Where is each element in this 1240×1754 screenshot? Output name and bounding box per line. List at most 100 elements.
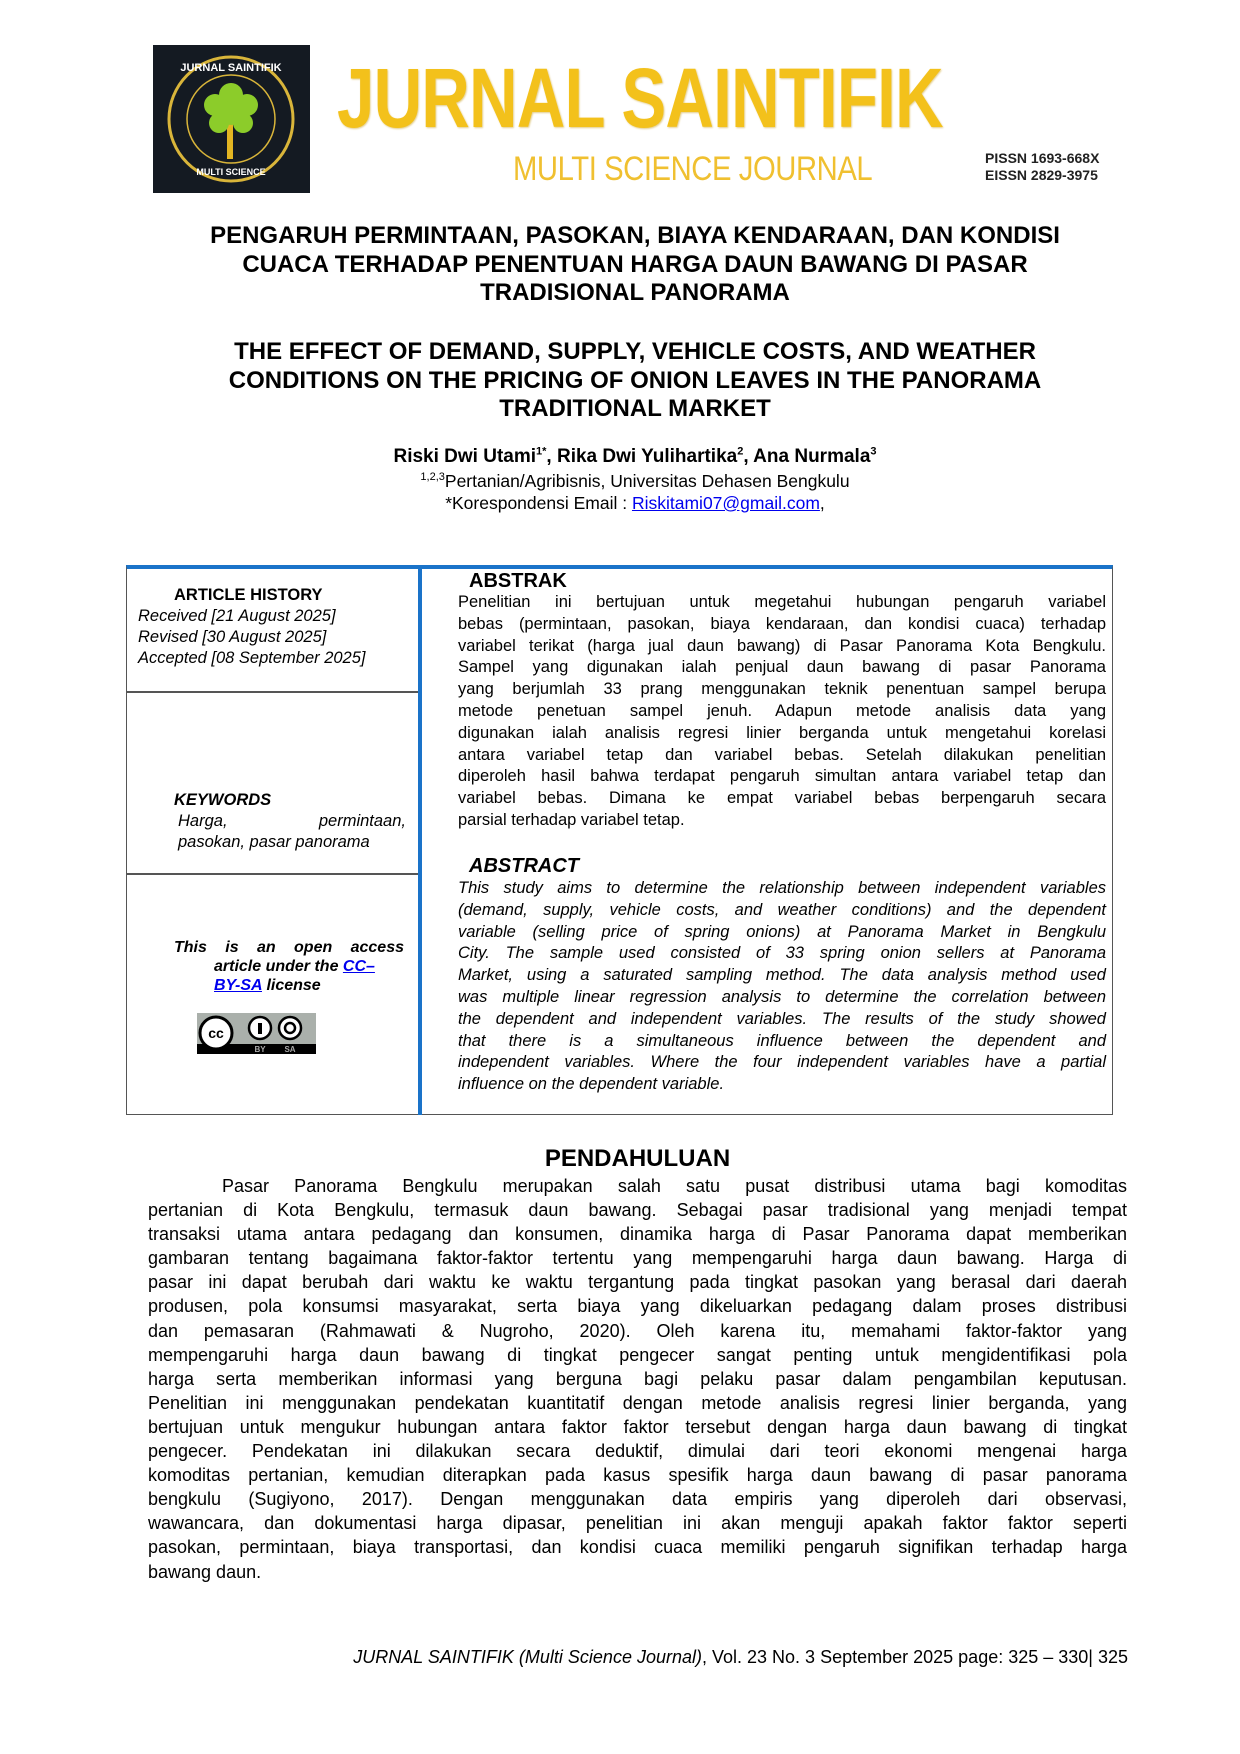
author-sup: 3 bbox=[870, 445, 877, 458]
cc-by-sa-badge: cc BY SA bbox=[197, 1013, 316, 1054]
revised-date: Revised [30 August 2025] bbox=[138, 628, 327, 646]
text-line: pengecer. Pendekatan ini dilakukan secar… bbox=[148, 1441, 1127, 1462]
affiliation: 1,2,3Pertanian/Agribisnis, Universitas D… bbox=[150, 470, 1120, 492]
journal-subtitle: MULTI SCIENCE JOURNAL bbox=[513, 150, 873, 188]
text-line: (demand, supply, vehicle costs, and weat… bbox=[458, 900, 1106, 919]
column-divider bbox=[418, 565, 422, 1115]
license-text: article under the bbox=[214, 958, 343, 975]
keywords: KEYWORDS Harga, permintaan, pasokan, pasa… bbox=[174, 790, 406, 853]
received-date: Received [21 August 2025] bbox=[138, 607, 336, 625]
affiliation-text: Pertanian/Agribisnis, Universitas Dehase… bbox=[444, 471, 850, 491]
accepted-date: Accepted [08 September 2025] bbox=[138, 649, 366, 667]
svg-text:cc: cc bbox=[208, 1025, 224, 1041]
title-line: TRADISIONAL PANORAMA bbox=[480, 279, 790, 307]
text-line: the dependent and independent variables.… bbox=[458, 1009, 1106, 1028]
author-sup: 1* bbox=[536, 445, 547, 458]
keywords-label: KEYWORDS bbox=[174, 791, 272, 809]
text-line: parsial terhadap variabel tetap. bbox=[458, 810, 685, 829]
text-line: This study aims to determine the relatio… bbox=[458, 879, 1106, 897]
keyword: Harga, bbox=[178, 812, 228, 830]
text-line: bebas (permintaan, pasokan, biaya kendar… bbox=[458, 614, 1106, 633]
author-sup: 2 bbox=[737, 445, 744, 458]
section-heading-pendahuluan: PENDAHULUAN bbox=[544, 1145, 731, 1172]
journal-name: JURNAL SAINTIFIK bbox=[337, 51, 944, 145]
text-line: mempengaruhi harga daun bawang di tingka… bbox=[148, 1344, 1127, 1365]
text-line: harga serta memberikan informasi yang be… bbox=[148, 1368, 1127, 1389]
svg-text:MULTI SCIENCE: MULTI SCIENCE bbox=[196, 167, 265, 177]
page-footer: JURNAL SAINTIFIK (Multi Science Journal)… bbox=[150, 1647, 1128, 1668]
text-line: yang berjumlah 33 prang menggunakan tekn… bbox=[458, 680, 1106, 699]
article-history: ARTICLE HISTORY Received [21 August 2025… bbox=[138, 585, 413, 669]
text-line: variabel bebas. Dimana ke empat variabel… bbox=[458, 789, 1106, 808]
text-line: digunakan ialah analisis regresi linier … bbox=[458, 723, 1106, 742]
keywords-line: Harga, permintaan, bbox=[174, 811, 406, 832]
pissn: PISSN 1693-668X bbox=[985, 150, 1100, 166]
text-line: Penelitian ini bertujuan untuk megetahui… bbox=[458, 593, 1106, 611]
footer-citation: , Vol. 23 No. 3 September 2025 page: 325… bbox=[702, 1647, 1128, 1667]
abstrak-heading: ABSTRAK bbox=[469, 570, 567, 592]
affiliation-sup: 1,2,3 bbox=[420, 471, 445, 484]
history-label: ARTICLE HISTORY bbox=[174, 586, 323, 604]
abstract-body: This study aims to determine the relatio… bbox=[458, 878, 1106, 1096]
text-line: antara variabel tetap dan variabel bebas… bbox=[458, 745, 1106, 764]
text-line: produsen, pola konsumsi masyarakat, sert… bbox=[148, 1296, 1127, 1317]
text-line: bertujuan untuk mengukur hubungan antara… bbox=[148, 1416, 1127, 1437]
title-indonesian: PENGARUH PERMINTAAN, PASOKAN, BIAYA KEND… bbox=[150, 222, 1120, 308]
title-line: CONDITIONS ON THE PRICING OF ONION LEAVE… bbox=[228, 366, 1042, 394]
text-line: Pasar Panorama Bengkulu merupakan salah … bbox=[222, 1176, 1127, 1196]
issn-block: PISSN 1693-668X EISSN 2829-3975 bbox=[985, 150, 1099, 184]
email-label: *Korespondensi Email : bbox=[445, 493, 632, 513]
license-link[interactable]: CC– bbox=[342, 958, 375, 975]
svg-text:JURNAL SAINTIFIK: JURNAL SAINTIFIK bbox=[180, 62, 281, 74]
text-line: komoditas pertanian, kemudian diterapkan… bbox=[148, 1465, 1127, 1486]
svg-text:SA: SA bbox=[284, 1045, 295, 1054]
text-line: wawancara, dan dokumentasi harga dipasar… bbox=[148, 1513, 1127, 1534]
email-link[interactable]: Riskitami07@gmail.com bbox=[631, 493, 820, 513]
text-line: diperoleh hasil bahwa terdapat pengaruh … bbox=[458, 767, 1106, 786]
abstrak-body: Penelitian ini bertujuan untuk megetahui… bbox=[458, 592, 1106, 832]
text-line: Penelitian ini menggunakan pendekatan ku… bbox=[148, 1392, 1127, 1413]
email-trail: , bbox=[819, 493, 825, 513]
journal-logo: JURNAL SAINTIFIK MULTI SCIENCE bbox=[153, 45, 310, 193]
license-note: This is an open access article under the… bbox=[174, 938, 404, 995]
correspondence: *Korespondensi Email : Riskitami07@gmail… bbox=[150, 492, 1120, 514]
license-text: license bbox=[262, 977, 321, 994]
text-line: City. The sample used consisted of 33 sp… bbox=[458, 944, 1106, 963]
text-line: independent variables. Where the four in… bbox=[458, 1053, 1106, 1072]
license-line: This is an open access bbox=[174, 939, 404, 956]
text-line: variabel terikat (harga jual daun bawang… bbox=[458, 636, 1106, 655]
title-line: THE EFFECT OF DEMAND, SUPPLY, VEHICLE CO… bbox=[234, 338, 1036, 365]
keywords-line: pasokan, pasar panorama bbox=[178, 833, 370, 851]
title-line: TRADITIONAL MARKET bbox=[499, 395, 771, 423]
authors: Riski Dwi Utami1*, Rika Dwi Yulihartika2… bbox=[150, 446, 1120, 468]
text-line: influence on the dependent variable. bbox=[458, 1075, 725, 1094]
cell-divider bbox=[126, 873, 418, 875]
text-line: dan pemasaran (Rahmawati & Nugroho, 2020… bbox=[148, 1320, 1127, 1341]
text-line: pasar ini dapat berubah dari waktu ke wa… bbox=[148, 1272, 1127, 1293]
svg-text:BY: BY bbox=[254, 1045, 266, 1054]
title-line: PENGARUH PERMINTAAN, PASOKAN, BIAYA KEND… bbox=[210, 222, 1060, 249]
text-line: was multiple linear regression analysis … bbox=[458, 987, 1106, 1006]
text-line: variable (selling price of spring onions… bbox=[458, 922, 1106, 941]
author-name: , Ana Nurmala bbox=[743, 446, 871, 467]
text-line: that there is a simultaneous influence b… bbox=[458, 1031, 1106, 1050]
text-line: metode penetuan sampel jenuh. Adapun met… bbox=[458, 701, 1106, 720]
cell-divider bbox=[126, 691, 418, 693]
author-name: , Rika Dwi Yulihartika bbox=[546, 446, 738, 467]
text-line: Sampel yang digunakan ialah penjual daun… bbox=[458, 658, 1106, 677]
text-line: bengkulu (Sugiyono, 2017). Dengan menggu… bbox=[148, 1489, 1127, 1510]
text-line: pasokan, permintaan, biaya transportasi,… bbox=[148, 1537, 1127, 1558]
abstract-heading: ABSTRACT bbox=[469, 855, 579, 877]
license-line: article under the CC– bbox=[174, 957, 404, 976]
text-line: pertanian di Kota Bengkulu, termasuk dau… bbox=[148, 1200, 1127, 1221]
title-line: CUACA TERHADAP PENENTUAN HARGA DAUN BAWA… bbox=[242, 250, 1028, 278]
keyword: permintaan, bbox=[318, 812, 406, 830]
introduction-body: Pasar Panorama Bengkulu merupakan salah … bbox=[148, 1174, 1127, 1584]
license-line: BY-SA license bbox=[174, 976, 404, 995]
text-line: Market, using a saturated sampling metho… bbox=[458, 966, 1106, 985]
eissn: EISSN 2829-3975 bbox=[985, 167, 1098, 183]
text-line: gambaran tentang bagaimana faktor-faktor… bbox=[148, 1248, 1127, 1269]
license-link[interactable]: BY-SA bbox=[214, 977, 262, 994]
text-line: bawang daun. bbox=[148, 1561, 262, 1582]
article-info-box bbox=[126, 565, 1113, 1115]
